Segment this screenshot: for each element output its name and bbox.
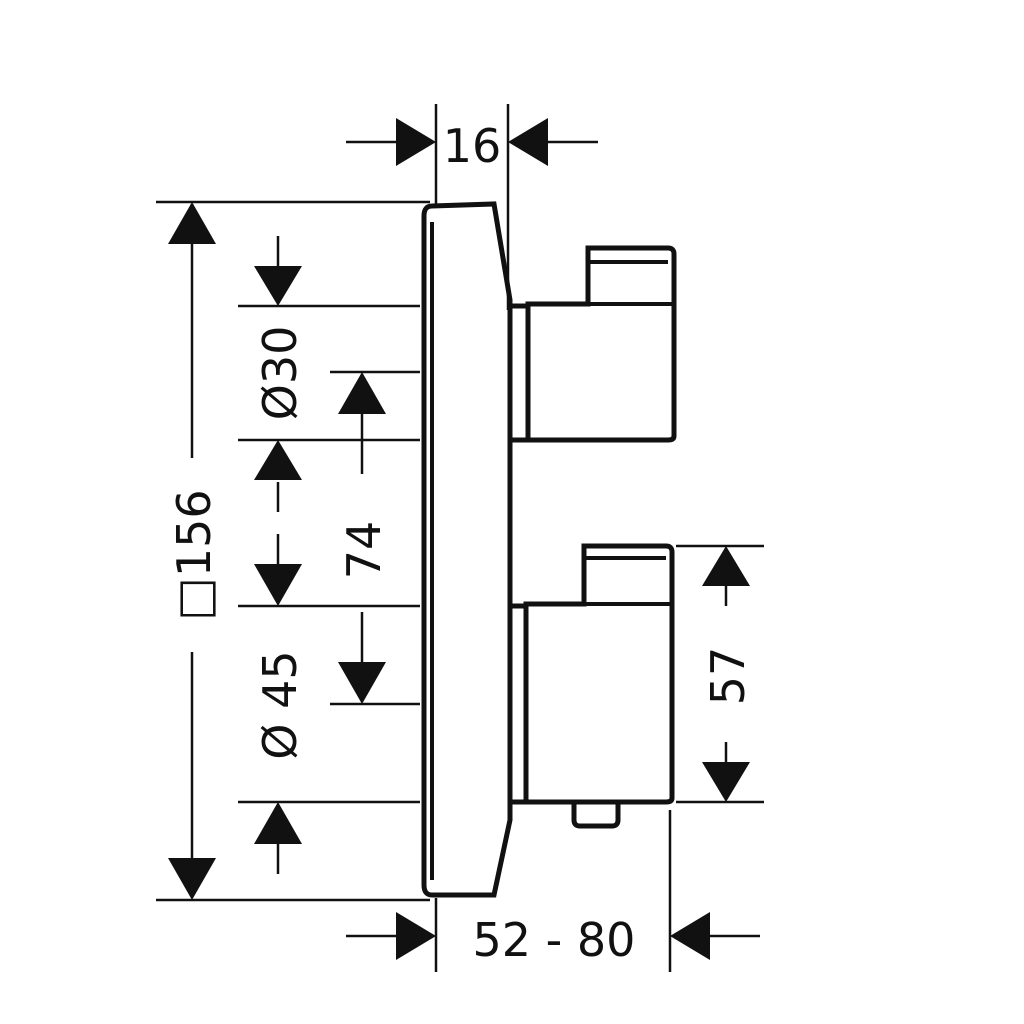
- arrowhead-57-bottom: [702, 762, 750, 802]
- arrowhead-74-bottom: [338, 662, 386, 704]
- cover-plate: [421, 201, 513, 898]
- arrowhead-57-top: [702, 546, 750, 586]
- arrowhead-74-top: [338, 372, 386, 414]
- arrowhead-16-right: [508, 118, 548, 166]
- arrowhead-16-left: [396, 118, 436, 166]
- arrowhead-52-80-left: [396, 912, 436, 960]
- dim-label-57: 57: [701, 647, 755, 706]
- dim-label-156: □156: [167, 489, 221, 620]
- arrowhead-156-top: [168, 202, 216, 244]
- dim-label-d45: Ø 45: [253, 650, 307, 759]
- arrowhead-d45-top: [254, 564, 302, 606]
- dim-label-16: 16: [443, 119, 502, 173]
- arrowhead-d30-bottom: [254, 440, 302, 480]
- arrowhead-d30-top: [254, 266, 302, 306]
- dim-label-74: 74: [337, 521, 391, 580]
- arrowhead-52-80-right: [670, 912, 710, 960]
- extension-lines: [156, 104, 764, 972]
- arrowheads: [168, 118, 750, 960]
- dim-label-52-80: 52 - 80: [473, 913, 636, 967]
- lower-handle: [507, 543, 675, 829]
- arrowhead-156-bottom: [168, 858, 216, 900]
- arrowhead-d45-bottom: [254, 802, 302, 844]
- dim-label-d30: Ø30: [253, 326, 307, 421]
- upper-handle: [507, 245, 677, 443]
- dimension-lines: [190, 140, 760, 938]
